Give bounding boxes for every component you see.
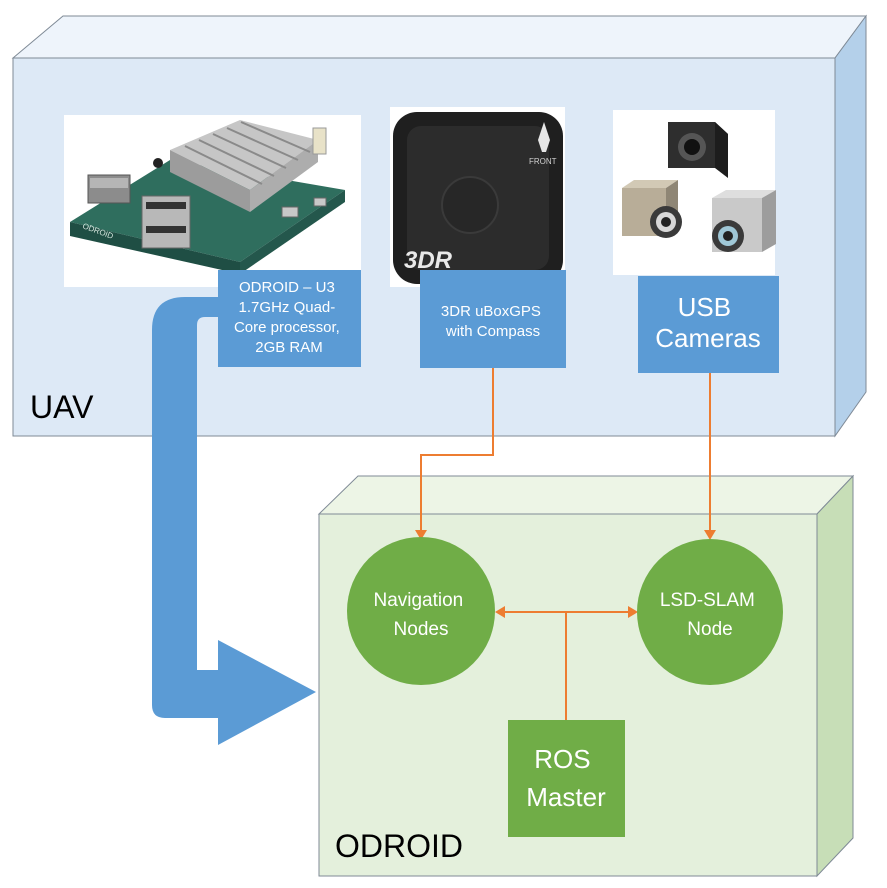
gps-to-navigation-connector xyxy=(420,368,494,530)
gps-logo: 3DR xyxy=(404,247,453,274)
uav-box-top xyxy=(11,15,867,59)
camera-right xyxy=(712,190,776,252)
cameras-label: USB Cameras xyxy=(655,292,760,353)
usb-cameras-image xyxy=(613,110,776,275)
navigation-nodes-label: Navigation Nodes xyxy=(373,590,468,640)
odroid-board-label: ODROID – U3 1.7GHz Quad- Core processor,… xyxy=(234,279,344,356)
navigation-nodes-circle xyxy=(347,537,495,685)
gps-module-image: FRONT 3DR xyxy=(390,107,565,287)
lsd-slam-top-arrowhead xyxy=(704,530,716,540)
hardware-arrow xyxy=(152,297,316,745)
lsd-slam-node-circle xyxy=(637,539,783,685)
camera-left xyxy=(622,180,682,238)
gps-label: 3DR uBoxGPS with Compass xyxy=(441,303,545,340)
navigation-top-arrowhead xyxy=(415,530,427,540)
cameras-label-box xyxy=(638,276,779,373)
gps-front-label: FRONT xyxy=(529,157,557,166)
odroid-board-image: ODROID xyxy=(64,115,361,287)
navigation-side-arrowhead xyxy=(495,606,505,618)
odroid-box-side xyxy=(816,474,854,878)
ros-master-box xyxy=(508,720,625,837)
uav-box-side xyxy=(834,14,867,438)
camera-top xyxy=(668,122,728,178)
odroid-label: ODROID xyxy=(335,828,463,864)
lsd-slam-side-arrowhead xyxy=(628,606,638,618)
gps-label-box xyxy=(420,270,566,368)
lsd-slam-node-label: LSD-SLAM Node xyxy=(660,590,760,640)
uav-label: UAV xyxy=(30,389,94,425)
ros-master-label: ROS Master xyxy=(526,744,606,812)
odroid-board-label-box xyxy=(218,270,361,367)
connector-arrowheads xyxy=(415,530,716,618)
connectors xyxy=(420,368,711,720)
odroid-box-top xyxy=(317,475,855,515)
